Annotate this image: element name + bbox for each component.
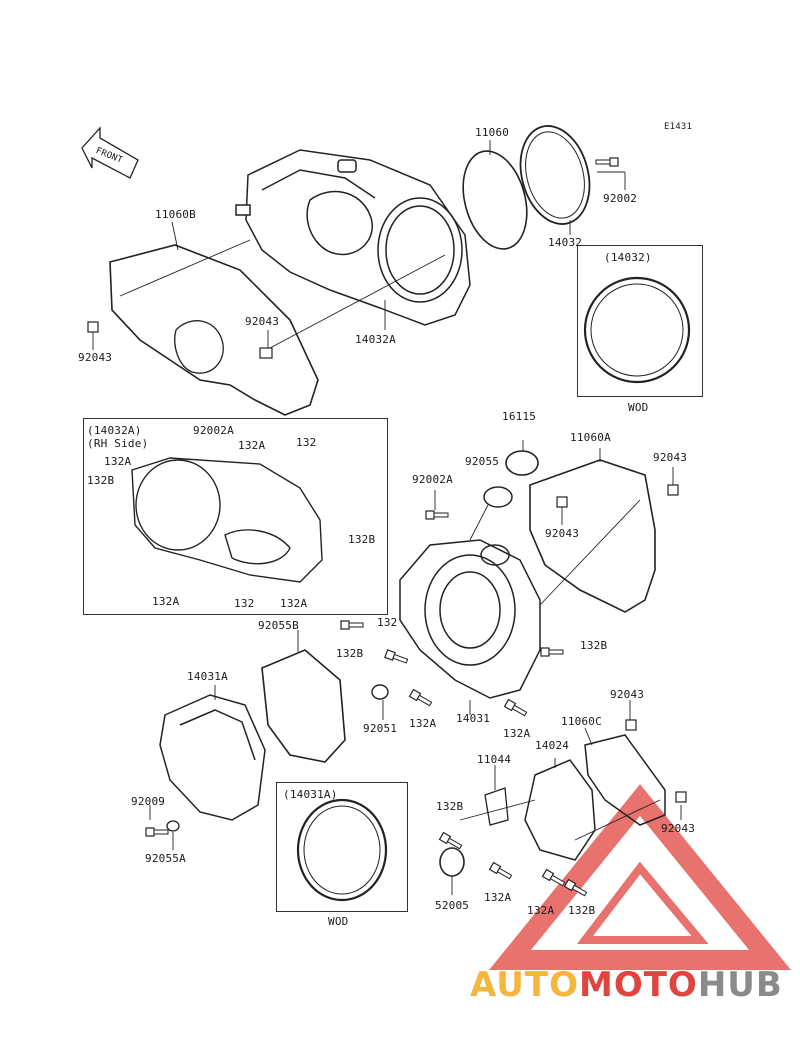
inset-1-title: (14032A) bbox=[87, 424, 142, 437]
inset-label-132-a: 132 bbox=[296, 436, 317, 449]
watermark-logo-triangle bbox=[488, 784, 792, 970]
gasket-14032-wod bbox=[583, 276, 691, 384]
label-132b-c: 132B bbox=[336, 647, 364, 660]
inset-2-note: WOD bbox=[628, 401, 649, 414]
inset-box-14032a-rh bbox=[83, 418, 388, 615]
label-132-c: 132 bbox=[377, 616, 398, 629]
label-14031: 14031 bbox=[456, 712, 491, 725]
gasket-11060a bbox=[529, 459, 656, 613]
label-92009: 92009 bbox=[131, 795, 166, 808]
inset-label-132a-c: 132A bbox=[152, 595, 180, 608]
label-92043-f: 92043 bbox=[661, 822, 696, 835]
label-92055: 92055 bbox=[465, 455, 500, 468]
gasket-11060 bbox=[462, 150, 528, 250]
inset-3-note: WOD bbox=[328, 915, 349, 928]
inset-label-132b-a: 132B bbox=[87, 474, 115, 487]
gasket-92055b bbox=[261, 649, 346, 763]
inset-label-92002a: 92002A bbox=[193, 424, 234, 437]
inset-label-132-b: 132 bbox=[234, 597, 255, 610]
inset-label-132a-b: 132A bbox=[104, 455, 132, 468]
gasket-11060c bbox=[584, 734, 666, 826]
label-14024: 14024 bbox=[535, 739, 570, 752]
label-11060a: 11060A bbox=[570, 431, 611, 444]
inset-rh-cover-outline bbox=[131, 457, 323, 583]
label-132b-e: 132B bbox=[436, 800, 464, 813]
label-16115: 16115 bbox=[502, 410, 537, 423]
label-132b-d: 132B bbox=[580, 639, 608, 652]
label-92002a: 92002A bbox=[412, 473, 453, 486]
label-11060c: 11060C bbox=[561, 715, 602, 728]
gasket-11060b bbox=[109, 244, 319, 416]
label-14031a: 14031A bbox=[187, 670, 228, 683]
label-132b-f: 132B bbox=[568, 904, 596, 917]
inset-1-subtitle: (RH Side) bbox=[87, 437, 149, 450]
label-92043-c: 92043 bbox=[653, 451, 688, 464]
inset-label-132a-a: 132A bbox=[238, 439, 266, 452]
label-11060b: 11060B bbox=[155, 208, 196, 221]
label-14032a: 14032A bbox=[355, 333, 396, 346]
clutch-cover-14032a bbox=[235, 149, 471, 326]
cover-14024 bbox=[524, 759, 596, 861]
cap-16115 bbox=[505, 450, 539, 476]
inset-3-title: (14031A) bbox=[283, 788, 338, 801]
cover-14031a bbox=[159, 694, 266, 821]
inset-box-14031a bbox=[276, 782, 408, 912]
label-92055a: 92055A bbox=[145, 852, 186, 865]
label-14032: 14032 bbox=[548, 236, 583, 249]
label-92043-a: 92043 bbox=[78, 351, 113, 364]
inset-label-132a-d: 132A bbox=[280, 597, 308, 610]
label-132a-g: 132A bbox=[484, 891, 512, 904]
label-132a-h: 132A bbox=[527, 904, 555, 917]
diagram-code: E1431 bbox=[664, 122, 693, 132]
label-92043-d: 92043 bbox=[545, 527, 580, 540]
seal-52005 bbox=[439, 847, 465, 877]
label-92051: 92051 bbox=[363, 722, 398, 735]
label-11060: 11060 bbox=[475, 126, 510, 139]
front-arrow-icon bbox=[81, 126, 139, 179]
label-92043-e: 92043 bbox=[610, 688, 645, 701]
label-92002: 92002 bbox=[603, 192, 638, 205]
bracket-11044 bbox=[484, 787, 509, 826]
inset-box-14032 bbox=[577, 245, 703, 397]
watermark-text: AUTOMOTOHUB bbox=[470, 965, 783, 1005]
label-92055b: 92055B bbox=[258, 619, 299, 632]
cover-14032 bbox=[519, 125, 591, 225]
gasket-14031a-wod bbox=[296, 798, 388, 902]
inset-label-132b-b: 132B bbox=[348, 533, 376, 546]
label-132a-f: 132A bbox=[503, 727, 531, 740]
label-132a-e: 132A bbox=[409, 717, 437, 730]
cover-14031 bbox=[399, 539, 541, 699]
label-52005: 52005 bbox=[435, 899, 470, 912]
inset-2-title: (14032) bbox=[604, 251, 652, 264]
label-92043-b: 92043 bbox=[245, 315, 280, 328]
label-11044: 11044 bbox=[477, 753, 512, 766]
